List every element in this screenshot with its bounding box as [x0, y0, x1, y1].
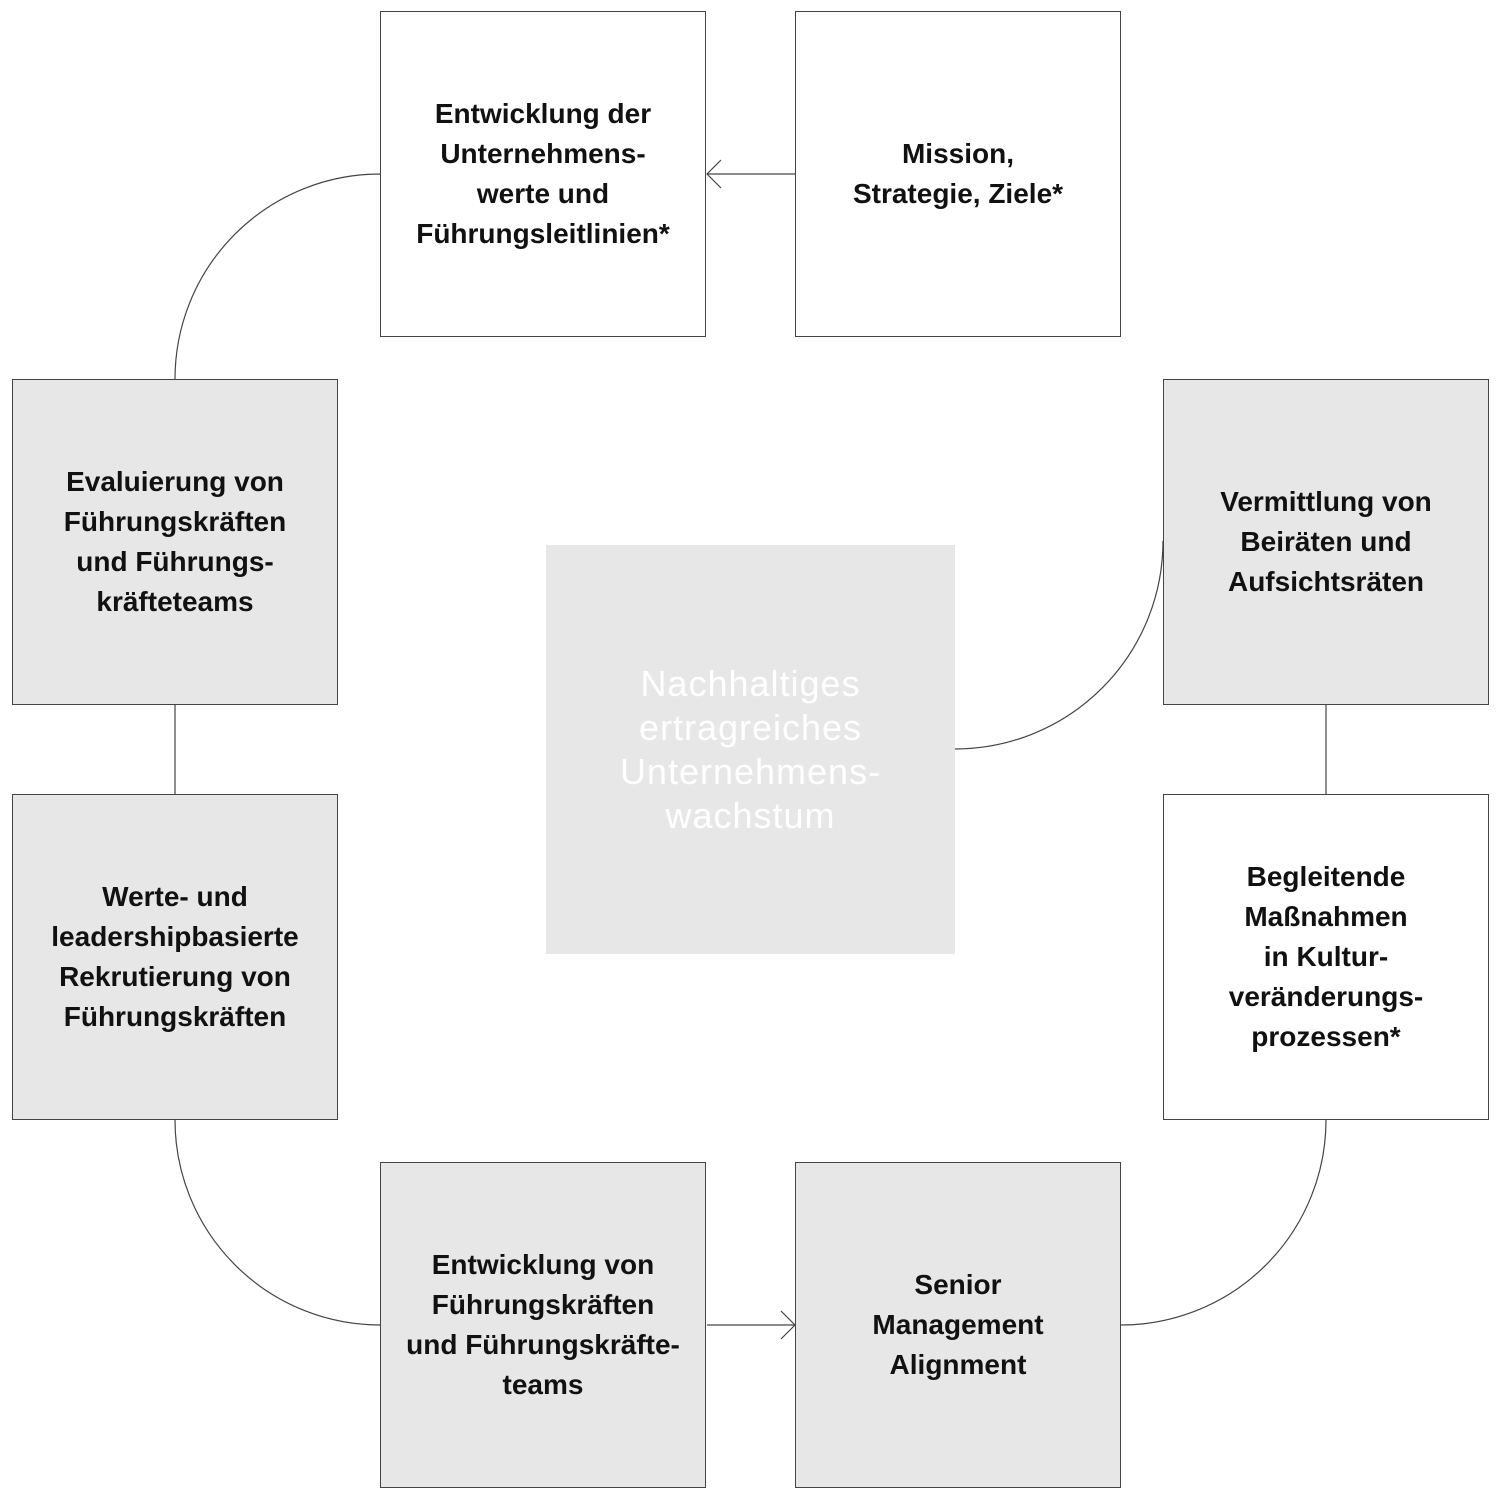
box-evaluation: Evaluierung von Führungskräften und Führ…	[12, 379, 338, 705]
box-culture-change: Begleitende Maßnahmen in Kultur- verände…	[1163, 794, 1489, 1120]
box-recruiting: Werte- und leadershipbasierte Rekrutieru…	[12, 794, 338, 1120]
arrowhead-values	[706, 159, 722, 189]
box-senior-management: Senior Management Alignment	[795, 1162, 1121, 1488]
arc-values-evaluation	[174, 173, 381, 380]
box-mission-strategy: Mission, Strategie, Ziele*	[795, 11, 1121, 337]
arc-boards-center	[954, 540, 1164, 750]
box-boards: Vermittlung von Beiräten und Aufsichtsrä…	[1163, 379, 1489, 705]
arc-recruiting-development	[174, 1119, 381, 1326]
box-values-guidelines: Entwicklung der Unternehmens- werte und …	[380, 11, 706, 337]
box-leader-development: Entwicklung von Führungskräften und Führ…	[380, 1162, 706, 1488]
arc-senior-culture	[1120, 1119, 1327, 1326]
center-goal: Nachhaltiges ertragreiches Unternehmens-…	[546, 545, 955, 954]
